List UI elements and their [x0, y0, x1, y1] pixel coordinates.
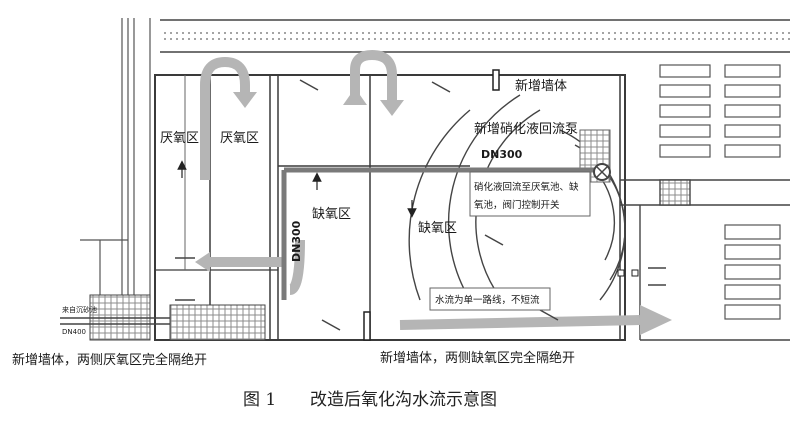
- inlet-pipe: [60, 317, 170, 325]
- bottom-mid-note: 新增墙体，两侧缺氧区完全隔绝开: [380, 350, 575, 366]
- left-boundary-lines: [80, 18, 151, 300]
- inlet-hatched-block: [169, 304, 266, 341]
- new-wall-top-marker: [492, 69, 500, 91]
- inlet-dn-label: DN400: [62, 328, 86, 336]
- flow-note-text: 水流为单一路线，不短流: [435, 294, 540, 306]
- new-wall-bottom-marker: [363, 311, 371, 341]
- label-anoxic-2: 缺氧区: [418, 221, 457, 236]
- flow-note-box: [429, 287, 551, 311]
- flow-arrowhead-outlet: [640, 305, 672, 335]
- inlet-label: 来自沉砂池: [62, 305, 97, 314]
- bottom-left-note: 新增墙体，两侧厌氧区完全隔绝开: [12, 352, 207, 368]
- valve-square-2: [631, 269, 639, 277]
- flow-arrowhead-1: [233, 92, 257, 108]
- label-dn300-vertical: DN300: [290, 220, 303, 262]
- return-pipe: [281, 167, 600, 300]
- figure-title: 改造后氧化沟水流示意图: [310, 390, 497, 410]
- label-dn300-top: DN300: [481, 148, 523, 161]
- label-anoxic-1: 缺氧区: [312, 207, 351, 222]
- label-anaerobic-1: 厌氧区: [160, 131, 199, 146]
- label-new-pump: 新增硝化液回流泵: [474, 121, 578, 137]
- mixer-symbols: [175, 79, 666, 331]
- return-note-line-2: 氧池，阀门控制开关: [474, 199, 560, 211]
- recirculation-pump-icon: [593, 163, 611, 181]
- right-buildings: [659, 64, 781, 320]
- top-road: [160, 19, 790, 53]
- flow-arrowhead-left: [195, 252, 210, 272]
- flow-arrowhead-3: [380, 100, 404, 116]
- flow-arrowhead-2: [343, 88, 367, 105]
- flow-arrows: [200, 49, 641, 330]
- label-new-wall: 新增墙体: [515, 78, 567, 94]
- return-note-line-1: 硝化液回流至厌氧池、缺: [474, 181, 579, 193]
- label-anaerobic-2: 厌氧区: [220, 131, 259, 146]
- return-note-box: [469, 171, 591, 217]
- valve-square-1: [617, 269, 625, 277]
- figure-number: 图 1: [243, 390, 276, 410]
